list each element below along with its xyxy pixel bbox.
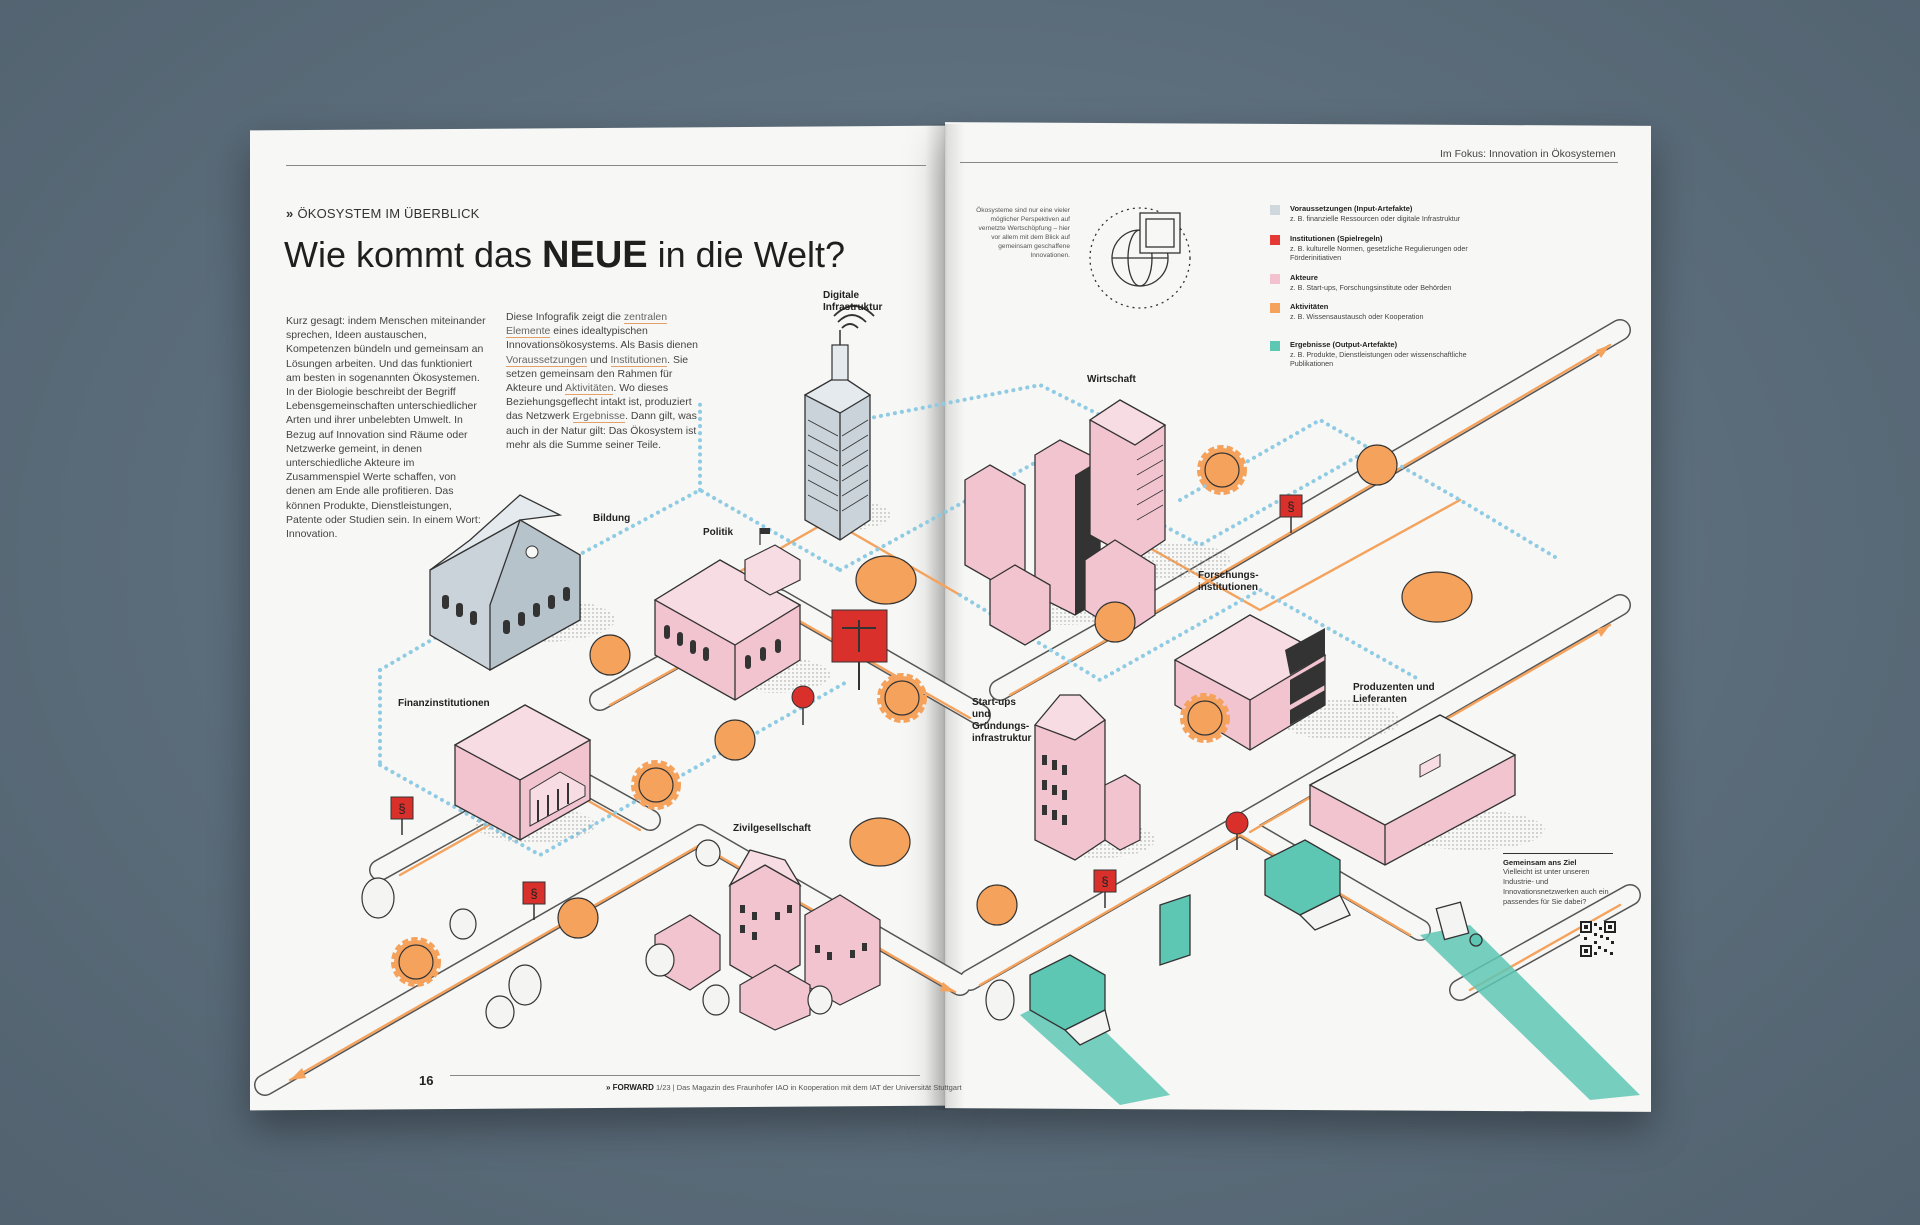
legend-title: Aktivitäten [1290,302,1329,311]
col2-highlight-voraussetzungen: Voraussetzungen [506,353,588,367]
qr-code-icon[interactable] [1580,921,1616,957]
kicker-text: ÖKOSYSTEM IM ÜBERBLICK [297,206,480,221]
trees [361,839,1015,1029]
col2-text-1: Diese Infografik zeigt die [506,311,624,323]
legend-title: Akteure [1290,272,1318,282]
institution-signs: § § § § [390,494,1303,920]
svg-text:§: § [530,886,537,901]
svg-text:§: § [1287,499,1294,514]
label-politics: Politik [703,527,734,538]
education-building [429,494,581,672]
finance-building [453,704,592,841]
legend-item: Institutionen (Spielregeln)z. B. kulture… [1270,234,1480,263]
col2-text-4: . Sie setzen gemeinsam den Rahmen für Ak… [506,353,689,395]
label-finance: Finanzinstitutionen [398,698,490,709]
svg-text:§: § [1101,874,1108,889]
legend-title: Institutionen (Spielregeln) [1290,233,1383,243]
col2-text-2: eines idealtypischen Innovationsökosyste… [506,325,699,352]
cta-title: Gemeinsam ans Ziel [1503,858,1577,867]
headline-start: Wie kommt das [284,234,543,275]
col2-highlight-elements: zentralen Elemente [506,311,668,339]
digital-infrastructure-tower [803,305,875,541]
legend-swatch [1270,205,1280,215]
legend-item: Voraussetzungen (Input-Artefakte)z. B. f… [1270,204,1480,224]
headline-end: in die Welt? [647,234,846,275]
footer-issue: 1/23 [655,1083,671,1092]
legend-desc: z. B. Wissensaustausch oder Kooperation [1290,312,1424,321]
section-kicker: »ÖKOSYSTEM IM ÜBERBLICK [286,206,480,221]
col2-highlight-aktivitaeten: Aktivitäten [564,382,614,396]
label-startups: Start-ups und Gründungs-infrastruktur [972,697,1032,744]
label-civil-society: Zivilgesellschaft [733,823,811,834]
footer-text: Das Magazin des Fraunhofer IAO in Kooper… [676,1083,962,1092]
label-producers: Produzenten und Lieferanten [1353,682,1435,705]
svg-text:§: § [398,801,405,816]
page-number: 16 [419,1073,434,1088]
page-headline: Wie kommt das NEUE in die Welt? [284,234,845,277]
network-cta: Gemeinsam ans Ziel Vielleicht ist unter … [1503,853,1613,907]
politics-building [653,528,802,701]
top-rule-left [286,165,926,166]
col2-highlight-ergebnisse: Ergebnisse [572,410,626,424]
col2-text-3: und [587,353,611,366]
legend-desc: z. B. kulturelle Normen, gesetzliche Reg… [1290,243,1468,263]
label-digital-infrastructure: Digitale Infrastruktur [823,290,883,313]
legend-title: Ergebnisse (Output-Artefakte) [1290,339,1398,349]
globe-icon [1089,207,1191,309]
legend-swatch [1270,273,1280,284]
col2-highlight-institutionen: Institutionen [610,353,668,367]
page-footer: » FORWARD 1/23 | Das Magazin des Fraunho… [606,1083,962,1092]
cta-rule [1503,853,1613,854]
footer-brand: » FORWARD [606,1083,654,1092]
intro-column-2: Diese Infografik zeigt die zentralen Ele… [506,310,706,452]
legend: Voraussetzungen (Input-Artefakte)z. B. f… [1270,204,1480,379]
legend-swatch [1270,234,1280,245]
running-head: Im Fokus: Innovation in Ökosystemen [1440,148,1616,160]
arrow-heads [290,345,1610,1080]
kicker-arrow-icon: » [286,206,294,221]
activity-figures [391,444,1473,987]
legend-item: Ergebnisse (Output-Artefakte)z. B. Produ… [1270,340,1480,369]
col2-text-5: . Wo dieses Beziehungsgeflecht intakt is… [506,382,692,423]
legend-desc: z. B. Produkte, Dienstleistungen oder wi… [1290,349,1467,369]
legend-swatch [1270,303,1280,313]
intro-column-1: Kurz gesagt: indem Menschen miteinander … [286,315,486,541]
label-education: Bildung [593,513,631,524]
producer-warehouse [1308,714,1517,866]
legend-desc: z. B. finanzielle Ressourcen oder digita… [1290,214,1461,223]
legend-title: Voraussetzungen (Input-Artefakte) [1290,204,1413,213]
footer-rule [450,1075,920,1076]
label-business: Wirtschaft [1087,374,1136,385]
output-artefacts [1029,839,1483,1046]
legend-desc: z. B. Start-ups, Forschungsinstitute ode… [1290,282,1452,292]
col2-text-6: . Dann gilt, was auch in der Natur gilt:… [506,410,697,451]
top-rule-right [960,162,1618,163]
legend-swatch [1270,340,1280,351]
magazine-spine [925,124,965,1110]
startup-building [1033,694,1141,861]
perspective-note: Ökosysteme sind nur eine vieler mögliche… [976,207,1070,259]
headline-emphasis: NEUE [542,234,648,276]
civil-society-houses [654,849,881,1031]
cta-desc: Vielleicht ist unter unseren Industrie- … [1503,867,1609,906]
label-research: Forschungs-institutionen [1198,570,1259,593]
business-towers [964,399,1167,646]
